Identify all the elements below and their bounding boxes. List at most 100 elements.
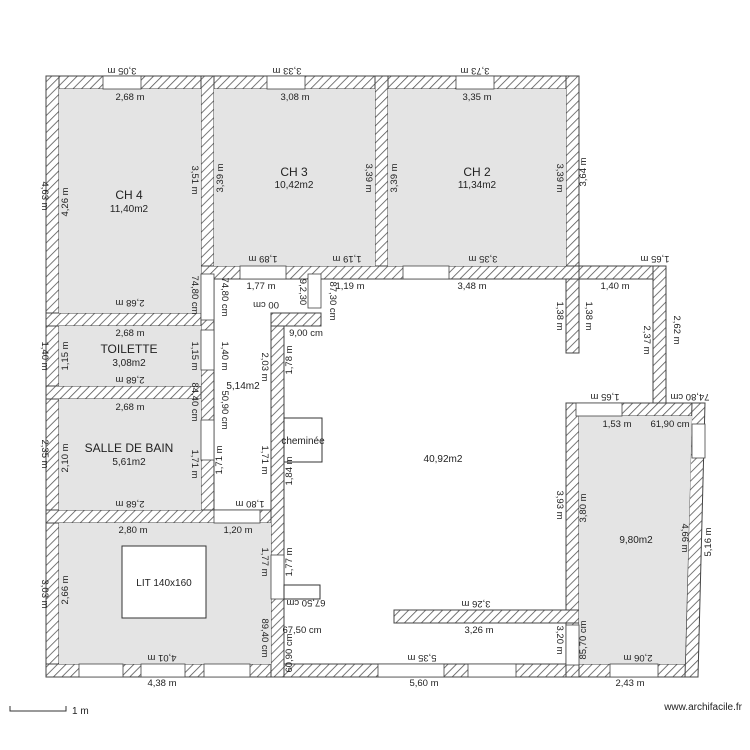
dim-step-140: 1,40 m: [600, 281, 629, 292]
dim-corr-178: 1,78 m: [284, 345, 295, 374]
wall-ch3-ch2: [374, 75, 389, 280]
dim-corr-8440: 84,40 cm: [189, 382, 200, 421]
window-bottom-4: [377, 663, 445, 678]
door-corridor-main: [270, 554, 285, 600]
wall-main-bottom-interior: [393, 609, 580, 624]
dim-corr-140: 1,40 m: [219, 341, 230, 370]
window-bottom-3: [203, 663, 251, 678]
dim-left-140: 1,40 m: [39, 341, 50, 370]
dim-ch2-right-h: 3,39 m: [554, 163, 565, 192]
dimensions-vertical: 4,63 m 4,26 m 3,51 m 3,39 m 3,39 m 3,39 …: [39, 157, 714, 672]
door-sdb: [200, 419, 215, 461]
dim-corr-900: 9,00 cm: [289, 328, 323, 339]
dim-right-466: 4,66 m: [679, 523, 690, 552]
dim-ch2-bottom: 3,35 m: [468, 253, 497, 264]
dim-left-303: 3,03 m: [39, 579, 50, 608]
dim-bed-8940: 89,40 cm: [259, 618, 270, 657]
dim-main-326b: 3,26 m: [464, 625, 493, 636]
right-room-area: 9,80m2: [619, 535, 653, 546]
dim-right-320: 3,20 m: [554, 625, 565, 654]
dim-bot-ext-438: 4,38 m: [147, 678, 176, 689]
dim-main-119: 1,19 m: [335, 281, 364, 292]
window-bottom-5: [467, 663, 517, 678]
window-bottom-6: [609, 663, 659, 678]
dim-main-348: 3,48 m: [457, 281, 486, 292]
scale-label: 1 m: [72, 706, 89, 717]
corridor-area: 5,14m2: [226, 381, 260, 392]
dim-bot-535: 5,35 m: [407, 652, 436, 663]
dim-bed-266: 2,66 m: [60, 575, 71, 604]
ch3-name: CH 3: [280, 165, 308, 179]
dim-toil-top: 2,68 m: [115, 328, 144, 339]
window-ch3: [266, 75, 306, 90]
corridor-unit: [283, 584, 321, 600]
dim-corr-171b: 1,71 m: [259, 445, 270, 474]
dim-ch4-w: 2,68 m: [115, 92, 144, 103]
opening-ch3: [239, 265, 287, 280]
ch2-name: CH 2: [463, 165, 491, 179]
dim-corr-180: 1,80 m: [235, 498, 264, 509]
window-right-room: [691, 423, 706, 459]
dim-sdb-bottom: 2,68 m: [115, 498, 144, 509]
dimensions-horizontal: 3,05 m 3,33 m 3,73 m 2,68 m 3,08 m 3,35 …: [107, 65, 709, 689]
dim-ch3-bottom: 1,89 m: [248, 253, 277, 264]
dim-ch4-h: 4,26 m: [60, 187, 71, 216]
dim-corr-8730: 87,30 cm: [327, 281, 338, 320]
dim-corr-5090: 50,90 cm: [219, 390, 230, 429]
dim-step-165: 1,65 m: [590, 391, 619, 402]
dim-right-8570: 85,70 cm: [578, 620, 589, 659]
room-ch2: [388, 89, 566, 266]
sdb-area: 5,61m2: [112, 457, 146, 468]
opening-right-room: [575, 402, 623, 417]
dim-ch3-left-h: 3,39 m: [215, 163, 226, 192]
bed-label: LIT 140x160: [136, 578, 192, 589]
room-toilette: [59, 326, 201, 386]
window-bottom-1: [78, 663, 124, 678]
dim-bed-177b: 1,77 m: [284, 547, 295, 576]
window-ch4: [102, 75, 142, 90]
room-right: [579, 416, 692, 664]
dim-bot-401: 4,01 m: [147, 652, 176, 663]
door-ch4: [200, 273, 215, 321]
wall-stub: [565, 278, 580, 354]
dim-right-6190: 61,90 cm: [650, 419, 689, 430]
dim-ch4-right-h: 3,51 m: [189, 165, 200, 194]
dim-corr-171a: 1,71 m: [214, 445, 225, 474]
dim-ext-7480: 74,80 cm: [670, 391, 709, 402]
dim-right-ext-516: 5,16 m: [703, 527, 714, 556]
ch4-name: CH 4: [115, 188, 143, 202]
wall-ch4-bottom: [45, 312, 215, 327]
dim-right-153: 1,53 m: [602, 419, 631, 430]
brand-watermark: www.archifacile.fr: [663, 702, 742, 713]
dim-bed-120: 1,20 m: [223, 525, 252, 536]
dim-right-step-top: 1,65 m: [640, 253, 669, 264]
room-ch4: [59, 89, 201, 313]
dim-corr-177: 1,77 m: [246, 281, 275, 292]
opening-ch2: [402, 265, 450, 280]
main-area: 40,92m2: [424, 454, 463, 465]
dim-step-262: 2,62 m: [671, 315, 682, 344]
furniture: LIT 140x160 cheminée: [121, 417, 325, 619]
sdb-name: SALLE DE BAIN: [85, 441, 174, 455]
dim-top-ext-1: 3,05 m: [107, 65, 136, 76]
window-ch2: [455, 75, 495, 90]
dim-sdb-top: 2,68 m: [115, 402, 144, 413]
dim-ch3-w: 3,08 m: [280, 92, 309, 103]
dim-ch3-bottom2: 1,19 m: [332, 253, 361, 264]
toilette-name: TOILETTE: [100, 342, 157, 356]
dim-toil-bottom: 2,68 m: [115, 374, 144, 385]
dim-bed-280: 2,80 m: [118, 525, 147, 536]
dim-main-326a: 3,26 m: [461, 598, 490, 609]
dim-left-ext-1: 4,63 m: [39, 181, 50, 210]
wall-right-outer: [684, 402, 706, 678]
dim-top-ext-3: 3,73 m: [460, 65, 489, 76]
wall-corridor-right: [270, 312, 285, 678]
dim-corr-9230: 9,2,30: [297, 279, 308, 305]
dim-main-393: 3,93 m: [554, 490, 565, 519]
ch4-area: 11,40m2: [110, 204, 149, 215]
dim-vert-7480a: 74,80 cm: [189, 275, 200, 314]
fireplace-label: cheminée: [281, 436, 325, 447]
scale-bar: 1 m: [9, 706, 89, 717]
ch2-area: 11,34m2: [458, 180, 497, 191]
